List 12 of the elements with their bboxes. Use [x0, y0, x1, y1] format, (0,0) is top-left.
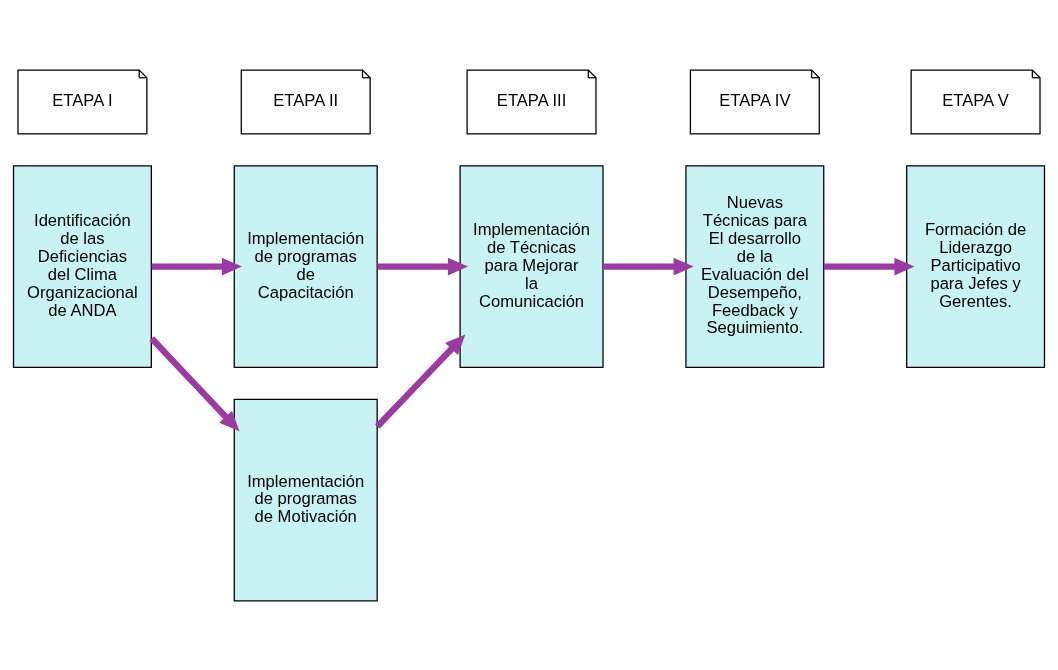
arrow — [151, 257, 242, 275]
arrow — [375, 333, 466, 429]
arrow — [149, 335, 240, 431]
node-box: Implementación de programas de Motivación — [233, 398, 378, 602]
node-box: Nuevas Técnicas para El desarrollo de la Evaluación del Desempeño, Feedback y Seguimiento. — [685, 164, 825, 368]
node-box: Formación de Liderazgo Participativo para Jefes y Gerentes. — [906, 164, 1046, 368]
arrow — [603, 257, 694, 275]
node-box: Identificación de las Deficiencias del Clima Organizacional de ANDA — [12, 164, 152, 368]
arrow — [377, 257, 469, 275]
node-box: Implementación de programas de Capacitación — [233, 164, 378, 368]
node-box: Implementación de Técnicas para Mejorar la Comunicación — [459, 164, 604, 368]
arrow — [823, 257, 915, 275]
